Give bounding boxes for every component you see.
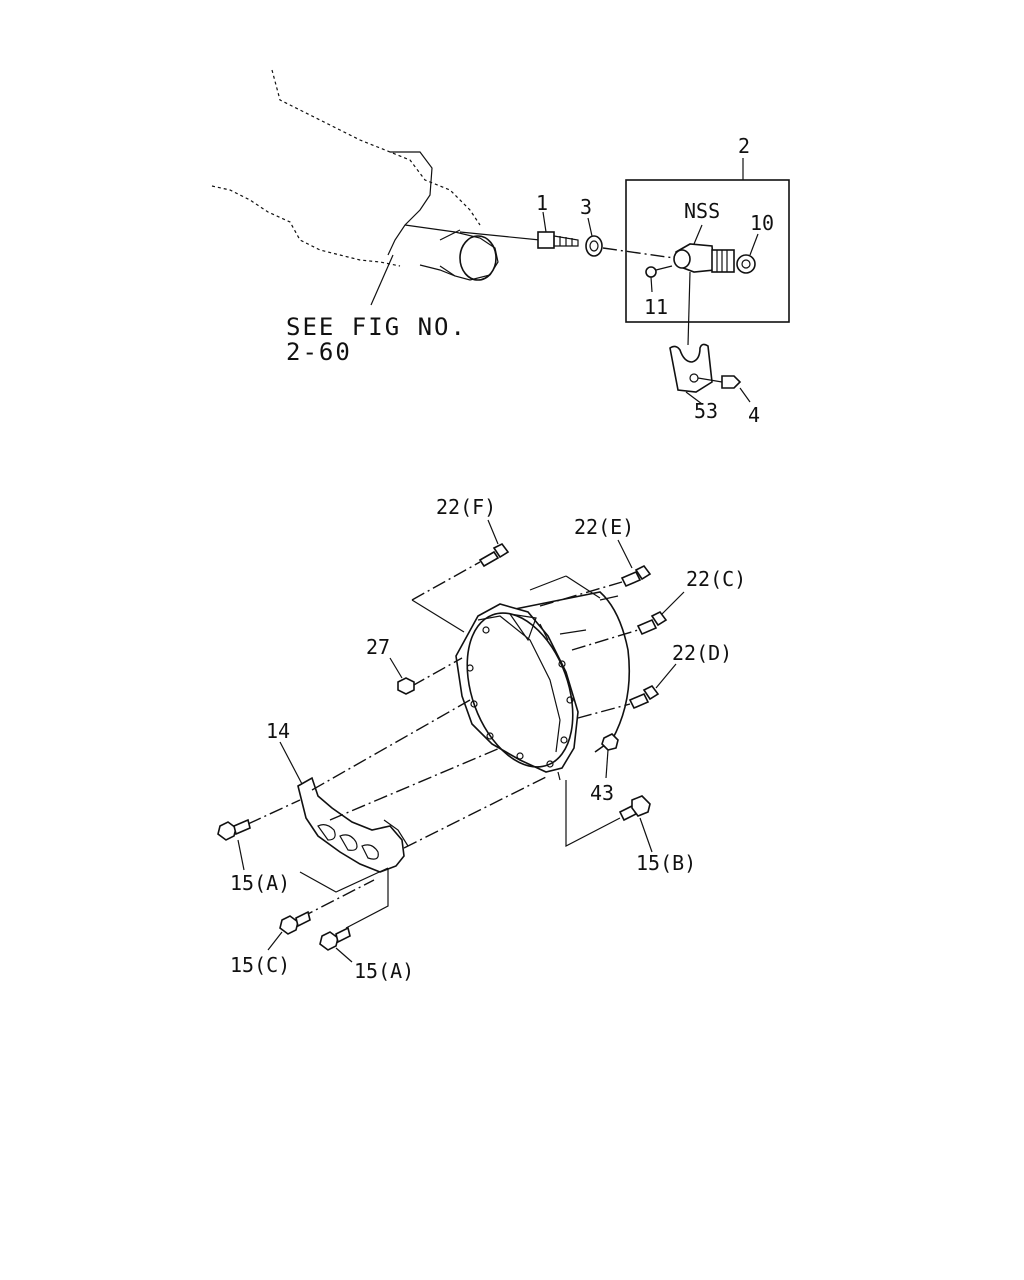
label-15c: 15(C) [230, 953, 290, 977]
nss-switch [673, 224, 735, 273]
bolt-22e [529, 539, 652, 607]
part-2-box [625, 179, 790, 323]
assembly-line [602, 247, 675, 259]
bolt-22d [577, 663, 677, 719]
cover-14 [279, 699, 549, 873]
bell-housing [455, 591, 631, 781]
label-part-11: 11 [644, 295, 668, 319]
bolt-15a-bottom [319, 868, 389, 963]
see-fig-label: SEE FIG NO. [286, 313, 467, 341]
label-part-2: 2 [738, 134, 750, 158]
label-15b: 15(B) [636, 851, 696, 875]
part-4-bolt [697, 375, 751, 403]
bracket-leader [687, 271, 691, 346]
bolt-22f [411, 519, 510, 633]
label-22e: 22(E) [574, 515, 634, 539]
transmission-housing-outline [211, 69, 499, 281]
nut-43 [601, 733, 619, 779]
part-53-bracket [669, 343, 713, 405]
nut-27 [389, 657, 463, 695]
label-14: 14 [266, 719, 290, 743]
label-part-53: 53 [694, 399, 718, 423]
see-fig-leader [370, 254, 394, 306]
label-part-3: 3 [580, 195, 592, 219]
label-22f: 22(F) [436, 495, 496, 519]
label-27: 27 [366, 635, 390, 659]
bolt-15a-left [217, 799, 301, 871]
label-part-10: 10 [750, 211, 774, 235]
bolt-15b [565, 780, 653, 853]
label-22d: 22(D) [672, 641, 732, 665]
label-15a-bottom: 15(A) [354, 959, 414, 983]
label-43: 43 [590, 781, 614, 805]
label-nss: NSS [684, 199, 720, 223]
part-10-cap [736, 233, 759, 274]
label-part-4: 4 [748, 403, 760, 427]
label-part-1: 1 [536, 191, 548, 215]
part-11-pin [645, 265, 673, 293]
bolt-22c [571, 591, 685, 651]
see-fig-number: 2-60 [286, 338, 352, 366]
bolt-15c [267, 867, 389, 951]
part-3-o-ring [585, 217, 603, 257]
label-15a-left: 15(A) [230, 871, 290, 895]
label-22c: 22(C) [686, 567, 746, 591]
part-1-shaft [459, 211, 579, 249]
